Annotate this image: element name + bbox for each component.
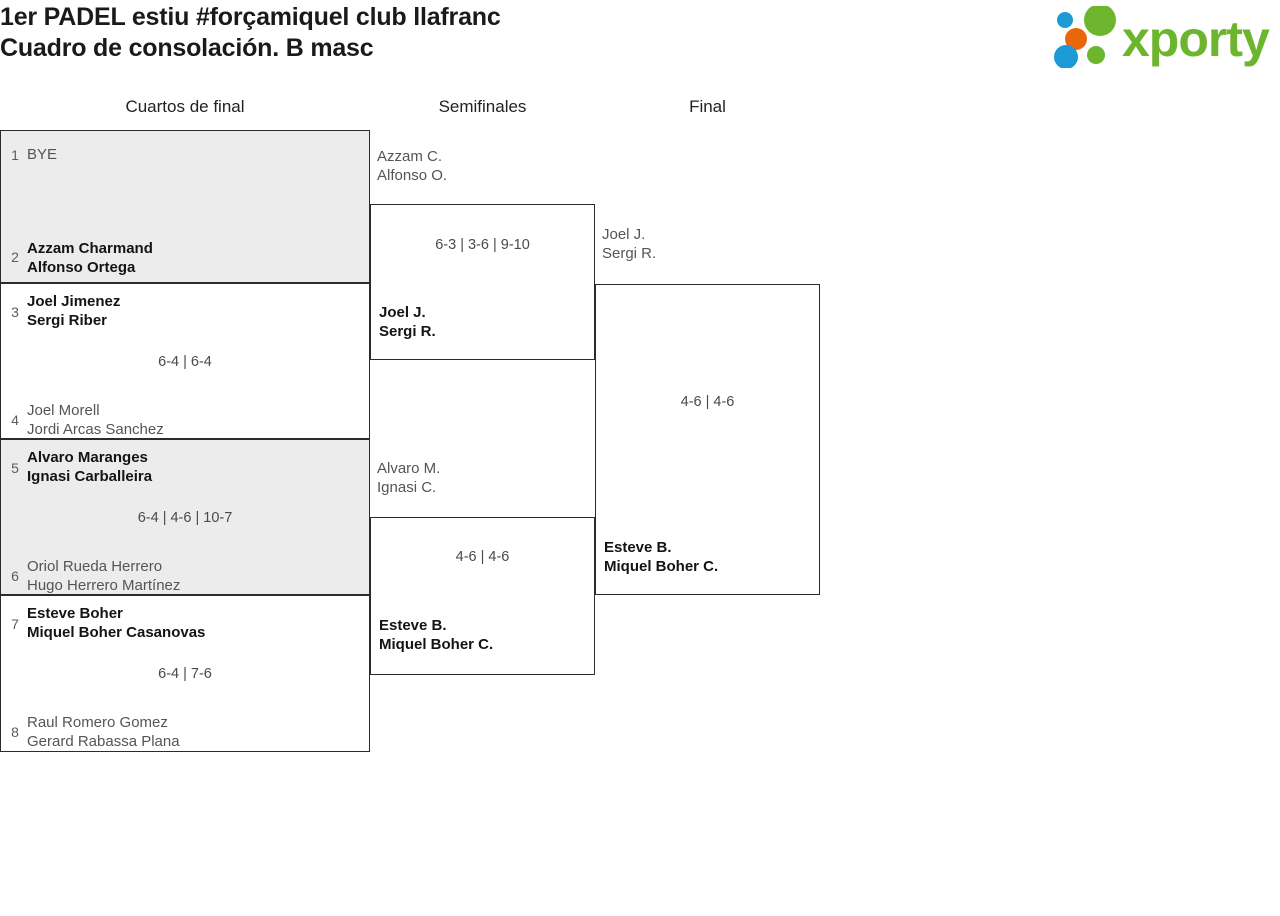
player-name: Esteve B. [379, 617, 447, 634]
seed-number: 8 [11, 724, 19, 740]
team-names: Azzam Charmand Alfonso Ortega [27, 240, 153, 277]
seed-number: 7 [11, 616, 19, 632]
team-names: Esteve Boher Miquel Boher Casanovas [27, 605, 205, 642]
player-name: Joel Jimenez [27, 293, 121, 310]
player-name: Hugo Herrero Martínez [27, 576, 181, 594]
player-name: Esteve Boher [27, 605, 123, 622]
player-name: Joel J. [602, 226, 646, 243]
player-name: Raul Romero Gomez [27, 714, 168, 731]
logo-dot-green-small [1087, 46, 1105, 64]
logo-dot-blue-large [1054, 45, 1078, 68]
player-name: Esteve B. [604, 539, 672, 556]
match-box-qf1[interactable]: 1 BYE 2 Azzam Charmand Alfonso Ortega [0, 130, 370, 283]
team-names-sf1-top: Azzam C. Alfonso O. [377, 148, 447, 185]
logo-dot-green-large [1084, 6, 1116, 36]
match-score: 6-4 | 6-4 [158, 354, 212, 370]
team-names: Esteve B. Miquel Boher C. [604, 539, 718, 576]
team-names: Raul Romero Gomez Gerard Rabassa Plana [27, 714, 180, 751]
team-names: Esteve B. Miquel Boher C. [379, 617, 493, 654]
xporty-logo[interactable]: xporty [1052, 6, 1276, 68]
team-names-sf2-top: Alvaro M. Ignasi C. [377, 460, 440, 497]
bye-label: BYE [27, 146, 58, 163]
player-name: Alfonso Ortega [27, 258, 136, 276]
team-names: Oriol Rueda Herrero Hugo Herrero Martíne… [27, 558, 180, 595]
player-name: Joel J. [379, 304, 426, 321]
round-header-final: Final [689, 97, 726, 116]
match-box-qf3[interactable]: 5 Alvaro Maranges Ignasi Carballeira 6 O… [0, 439, 370, 595]
player-name: Sergi R. [602, 244, 657, 262]
seed-number: 6 [11, 568, 19, 584]
logo-dot-orange [1065, 28, 1087, 50]
team-names: Joel Morell Jordi Arcas Sanchez [27, 402, 164, 439]
seed-number: 1 [11, 147, 19, 163]
player-name: Gerard Rabassa Plana [27, 732, 180, 750]
seed-number: 4 [11, 412, 19, 428]
match-score: 6-3 | 3-6 | 9-10 [435, 237, 530, 253]
player-name: Azzam Charmand [27, 240, 153, 257]
bracket-subtitle: Cuadro de consolación. B masc [0, 34, 374, 62]
team-names: Joel J. Sergi R. [379, 304, 436, 341]
player-name: Joel Morell [27, 402, 100, 419]
player-name: Oriol Rueda Herrero [27, 558, 163, 575]
match-score: 4-6 | 4-6 [455, 549, 510, 565]
match-box-qf2[interactable]: 3 Joel Jimenez Sergi Riber 4 Joel Morell… [0, 283, 370, 439]
logo-wordmark: xporty [1122, 11, 1270, 67]
round-header-semifinals: Semifinales [438, 97, 527, 116]
player-name: Sergi Riber [27, 311, 108, 329]
team-names: Joel Jimenez Sergi Riber [27, 293, 120, 330]
player-name: Sergi R. [379, 322, 436, 340]
player-name: Miquel Boher C. [379, 635, 494, 653]
player-name: Azzam C. [377, 148, 443, 165]
match-score: 6-4 | 4-6 | 10-7 [137, 510, 233, 526]
player-name: Alvaro Maranges [27, 449, 148, 466]
seed-number: 3 [11, 304, 19, 320]
player-name: Alfonso O. [377, 166, 448, 184]
round-header-quarterfinals: Cuartos de final [125, 97, 245, 116]
match-score: 4-6 | 4-6 [680, 394, 735, 410]
seed-number: 2 [11, 249, 19, 265]
player-name: Jordi Arcas Sanchez [27, 420, 164, 438]
player-name: Ignasi Carballeira [27, 467, 153, 485]
player-name: Miquel Boher Casanovas [27, 623, 206, 641]
player-name: Ignasi C. [377, 478, 437, 496]
tournament-name: 1er PADEL estiu #forçamiquel club llafra… [0, 3, 501, 31]
page-title: 1er PADEL estiu #forçamiquel club llafra… [0, 2, 820, 64]
player-name: Miquel Boher C. [604, 557, 719, 575]
team-names: Alvaro Maranges Ignasi Carballeira [27, 449, 152, 486]
seed-number: 5 [11, 460, 19, 476]
logo-dot-blue-small [1057, 12, 1073, 28]
match-score: 6-4 | 7-6 [158, 666, 212, 682]
match-box-sf1[interactable]: 6-3 | 3-6 | 9-10 Joel J. Sergi R. [370, 204, 595, 360]
player-name: Alvaro M. [377, 460, 441, 477]
match-box-sf2[interactable]: 4-6 | 4-6 Esteve B. Miquel Boher C. [370, 517, 595, 675]
match-box-qf4[interactable]: 7 Esteve Boher Miquel Boher Casanovas 8 … [0, 595, 370, 752]
match-box-final[interactable]: 4-6 | 4-6 Esteve B. Miquel Boher C. [595, 284, 820, 595]
team-names-final-top: Joel J. Sergi R. [602, 226, 656, 263]
